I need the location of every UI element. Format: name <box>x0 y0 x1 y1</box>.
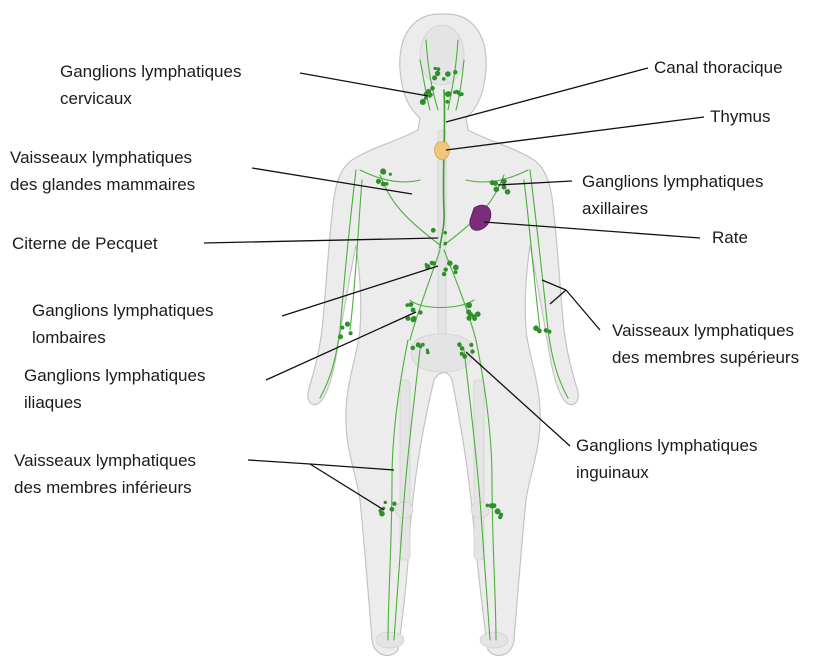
lymph-node <box>411 308 416 313</box>
svg-text:Thymus: Thymus <box>710 107 770 126</box>
lymph-node <box>494 187 500 193</box>
lymph-node <box>458 93 462 97</box>
label-mammary-vessels: Vaisseaux lymphatiques des glandes mamma… <box>10 148 195 194</box>
lymph-node <box>431 228 436 233</box>
svg-text:inguinaux: inguinaux <box>576 463 649 482</box>
lymph-node <box>349 331 353 335</box>
label-lower-limb-vessels: Vaisseaux lymphatiques des membres infér… <box>14 451 196 497</box>
lymph-node <box>495 508 501 514</box>
label-spleen: Rate <box>712 228 748 247</box>
lymph-node <box>445 72 449 76</box>
lymph-node <box>392 502 396 506</box>
lymph-node <box>411 346 416 351</box>
lymph-node <box>384 501 387 504</box>
svg-text:Ganglions lymphatiques: Ganglions lymphatiques <box>24 366 205 385</box>
label-axillary-nodes: Ganglions lymphatiques axillaires <box>582 172 763 218</box>
lymph-node <box>457 342 462 347</box>
svg-text:Canal thoracique: Canal thoracique <box>654 58 783 77</box>
svg-text:lombaires: lombaires <box>32 328 106 347</box>
svg-text:Ganglions lymphatiques: Ganglions lymphatiques <box>582 172 763 191</box>
svg-text:cervicaux: cervicaux <box>60 89 132 108</box>
lymph-node <box>544 328 549 333</box>
label-cisterna-chyli: Citerne de Pecquet <box>12 234 158 253</box>
lymph-node <box>472 314 477 319</box>
svg-text:Ganglions lymphatiques: Ganglions lymphatiques <box>32 301 213 320</box>
lymph-node <box>434 67 437 70</box>
lymph-node <box>429 93 433 97</box>
lymph-node <box>444 242 448 246</box>
lymph-node <box>385 182 389 186</box>
lymph-node <box>376 179 381 184</box>
lymph-node <box>501 178 507 184</box>
label-thoracic-duct: Canal thoracique <box>654 58 783 77</box>
lymph-node <box>416 342 421 347</box>
lymph-node <box>338 334 343 339</box>
lymph-node <box>435 71 440 76</box>
lymph-node <box>390 507 395 512</box>
lymph-node <box>470 349 474 353</box>
lymph-node <box>345 322 350 327</box>
svg-text:Vaisseaux lymphatiques: Vaisseaux lymphatiques <box>10 148 192 167</box>
svg-text:Ganglions lymphatiques: Ganglions lymphatiques <box>60 62 241 81</box>
lymph-node <box>490 180 495 185</box>
svg-text:Ganglions lymphatiques: Ganglions lymphatiques <box>576 436 757 455</box>
lymph-node <box>418 310 422 314</box>
label-cervical-nodes: Ganglions lymphatiques cervicaux <box>60 62 241 108</box>
label-inguinal-nodes: Ganglions lymphatiques inguinaux <box>576 436 757 482</box>
lymph-node <box>409 302 414 307</box>
lymph-node <box>486 504 490 508</box>
lymph-node <box>467 316 472 321</box>
body-silhouette <box>308 14 579 655</box>
svg-text:axillaires: axillaires <box>582 199 648 218</box>
lymph-node <box>442 272 446 276</box>
lymph-node <box>462 354 467 359</box>
lymph-node <box>411 317 417 323</box>
lymph-node <box>453 91 457 95</box>
svg-text:des membres inférieurs: des membres inférieurs <box>14 478 192 497</box>
lymph-node <box>444 231 447 234</box>
lymph-node <box>389 173 392 176</box>
lymph-node <box>426 349 429 352</box>
svg-text:Vaisseaux lymphatiques: Vaisseaux lymphatiques <box>14 451 196 470</box>
label-thymus: Thymus <box>710 107 770 126</box>
leader-thymus <box>446 117 704 150</box>
lymph-node <box>453 70 457 74</box>
svg-text:Rate: Rate <box>712 228 748 247</box>
lymph-node <box>432 75 437 80</box>
lymph-node <box>505 189 511 195</box>
label-iliac-nodes: Ganglions lymphatiques iliaques <box>24 366 205 412</box>
lymph-node <box>447 91 452 96</box>
label-upper-limb-vessels: Vaisseaux lymphatiques des membres supér… <box>612 321 799 367</box>
lymph-node <box>466 302 472 308</box>
lymph-node <box>445 100 449 104</box>
lymph-node <box>424 96 428 100</box>
label-lumbar-nodes: Ganglions lymphatiques lombaires <box>32 301 213 347</box>
lymph-node <box>420 99 426 105</box>
svg-text:des glandes mammaires: des glandes mammaires <box>10 175 195 194</box>
lymph-node <box>491 503 496 508</box>
lymph-node <box>425 263 428 266</box>
lymph-node <box>437 67 441 71</box>
lymph-node <box>447 260 453 266</box>
lymph-node <box>460 346 465 351</box>
svg-text:Vaisseaux lymphatiques: Vaisseaux lymphatiques <box>612 321 794 340</box>
lymph-node <box>444 267 448 271</box>
lymph-node <box>430 86 435 91</box>
lymph-node <box>469 343 473 347</box>
svg-text:iliaques: iliaques <box>24 393 82 412</box>
lymph-node <box>432 261 436 265</box>
lymph-node <box>502 185 507 190</box>
thymus <box>435 142 450 160</box>
lymph-node <box>442 77 446 81</box>
lymph-node <box>381 169 386 174</box>
lymph-node <box>453 265 459 271</box>
svg-text:Citerne de Pecquet: Citerne de Pecquet <box>12 234 158 253</box>
lymph-node <box>454 270 458 274</box>
lymph-node <box>533 325 539 331</box>
svg-text:des membres supérieurs: des membres supérieurs <box>612 348 799 367</box>
lymph-node <box>340 326 344 330</box>
